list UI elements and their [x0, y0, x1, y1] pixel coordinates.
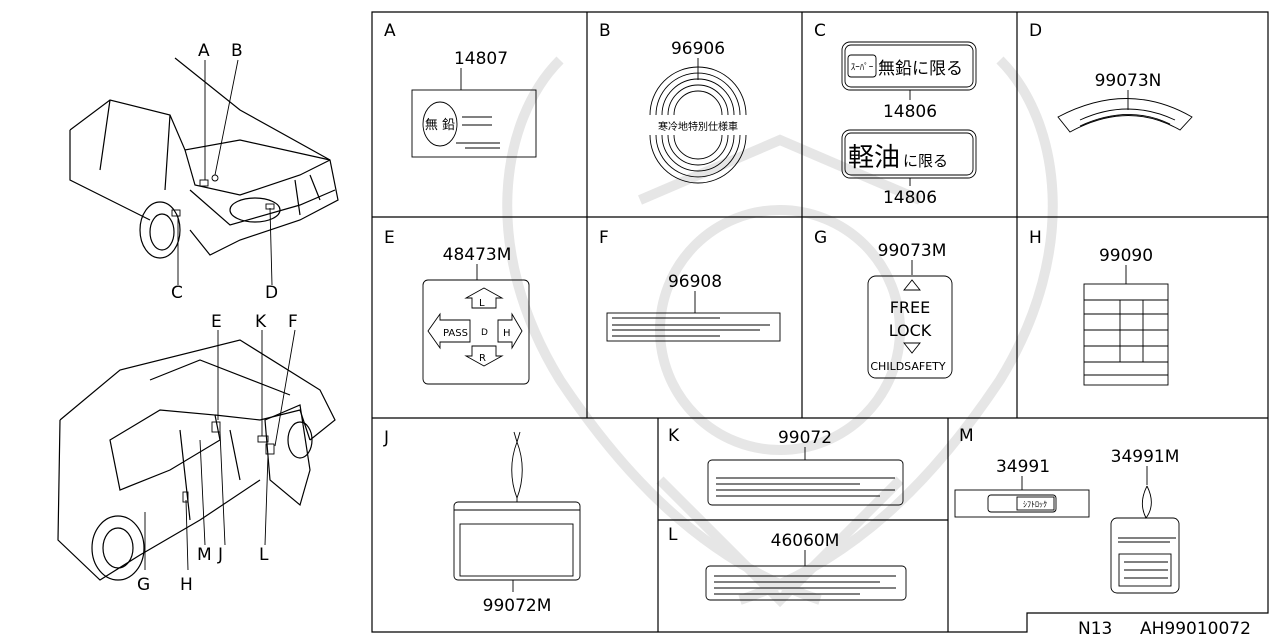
shift-lock-text: ｼﾌﾄﾛｯｸ [1023, 500, 1047, 509]
drive-text: D [481, 328, 488, 338]
callout-g: G [137, 575, 150, 595]
cell-letter: B [599, 21, 611, 41]
callout-c: C [171, 283, 183, 303]
part-number: 99072 [778, 428, 832, 448]
part-number: 48473M [443, 245, 512, 265]
cell-letter: L [668, 525, 678, 545]
cell-letter: J [383, 428, 389, 448]
callout-h: H [180, 575, 193, 595]
label-text-small: に限る [903, 152, 948, 170]
seal-ring [667, 84, 729, 116]
cell-l: L 46060M [668, 525, 907, 601]
callout-b: B [231, 41, 243, 61]
high-text: H [503, 328, 511, 339]
cell-e: E 48473M PASS D L H R [384, 228, 530, 385]
cell-f: F 96908 [599, 228, 781, 342]
lock-text: LOCK [889, 321, 932, 340]
cell-letter: F [599, 228, 609, 248]
cell-letter: A [384, 21, 396, 41]
low-text: L [479, 298, 485, 309]
parts-grid [371, 11, 1269, 633]
diagram-code: AH99010072 [1140, 619, 1251, 638]
cell-a: A 14807 無 鉛 [384, 21, 537, 158]
callout-d: D [265, 283, 278, 303]
part-number: 46060M [771, 531, 840, 551]
callout-m: M [197, 545, 212, 565]
part-number: 96908 [668, 272, 722, 292]
seal-ring [655, 134, 741, 178]
label-text-big: 軽油 [848, 143, 900, 173]
part-number: 96906 [671, 39, 725, 59]
cell-letter: D [1029, 21, 1042, 41]
part-number: 99090 [1099, 246, 1153, 266]
part-number: 14807 [454, 49, 508, 69]
label-text: 無 鉛 [425, 118, 455, 133]
callout-j: J [217, 545, 223, 565]
cell-g: G 99073M FREE LOCK CHILDSAFETY [814, 228, 953, 379]
cell-b: B 96906 寒冷地特別仕様車 [599, 21, 747, 184]
car-side-illustration [57, 329, 336, 581]
part-number: 14806 [883, 188, 937, 208]
cell-c: C ｽｰﾊﾟｰ 無鉛に限る 14806 軽油 に限る 14806 [814, 21, 977, 208]
part-number: 99072M [483, 596, 552, 616]
seal-ring [655, 72, 741, 116]
cell-m: M 34991 ｼﾌﾄﾛｯｸ 34991M [954, 426, 1180, 594]
seal-ring [661, 134, 735, 172]
part-number: 34991 [996, 457, 1050, 477]
cell-letter: C [814, 21, 826, 41]
free-text: FREE [890, 298, 931, 317]
part-number: 99073N [1095, 71, 1162, 91]
callout-l: L [259, 545, 269, 565]
callout-e: E [211, 312, 222, 332]
part-number: 14806 [883, 102, 937, 122]
cell-letter: H [1029, 228, 1042, 248]
seal-ring [649, 66, 747, 116]
cell-j: J 99072M [383, 428, 581, 616]
part-number: 99073M [878, 241, 947, 261]
cell-letter: M [959, 426, 974, 446]
cell-d: D 99073N [1029, 21, 1193, 133]
cell-letter: E [384, 228, 395, 248]
car-front-illustration [69, 57, 339, 286]
cell-letter: G [814, 228, 827, 248]
seal-ring [673, 90, 723, 116]
reverse-text: R [479, 353, 486, 364]
child-safety-text: CHILDSAFETY [870, 360, 946, 373]
seal-ring [667, 134, 729, 166]
badge-text: ｽｰﾊﾟｰ [851, 62, 874, 73]
callout-f: F [288, 312, 298, 332]
seal-ring [661, 78, 735, 116]
cell-h: H 99090 [1029, 228, 1169, 386]
label-text: 無鉛に限る [878, 59, 963, 79]
label-text: 寒冷地特別仕様車 [658, 120, 738, 133]
pass-text: PASS [443, 328, 468, 339]
cell-k: K 99072 [668, 426, 904, 506]
seal-ring [649, 134, 747, 184]
seal-ring [673, 134, 723, 160]
callout-a: A [198, 41, 210, 61]
model-code: N13 [1078, 619, 1112, 638]
cell-letter: K [668, 426, 680, 446]
callout-k: K [255, 312, 267, 332]
part-number: 34991M [1111, 447, 1180, 467]
